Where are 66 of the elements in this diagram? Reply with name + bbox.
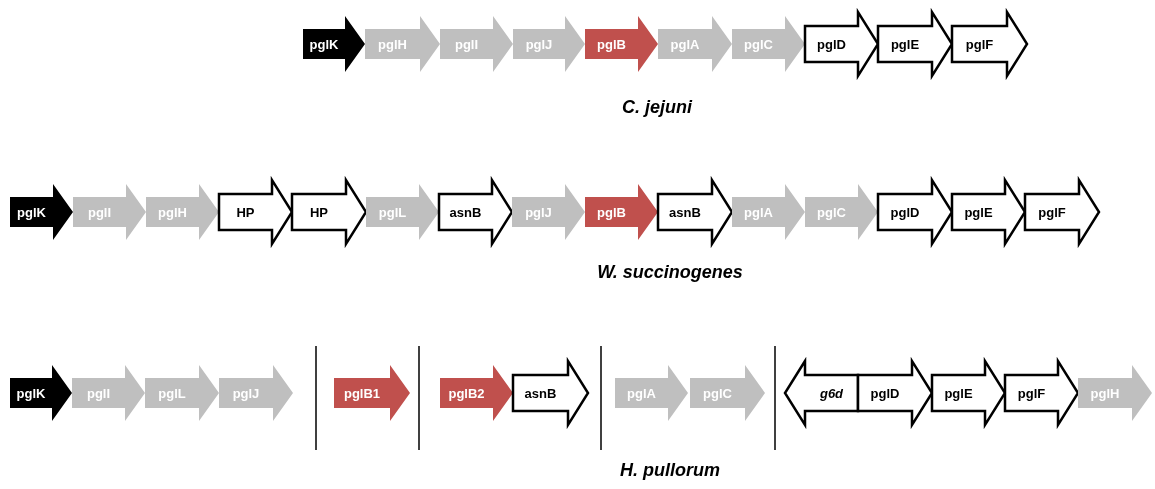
- gene-label: g6d: [818, 385, 845, 401]
- gene-label: pglH: [1089, 385, 1121, 401]
- gene-block: [365, 16, 440, 72]
- gene-label: pglK: [15, 385, 47, 401]
- gene-block: [440, 365, 513, 421]
- gene-label: pglH: [377, 36, 408, 52]
- gene-label: pglB: [596, 36, 627, 52]
- gene-label: pglL: [157, 385, 187, 401]
- gene-block: [658, 16, 732, 72]
- gene-label: pglD: [816, 36, 847, 52]
- gene-label: pglI: [453, 36, 480, 52]
- gene-label: pglA: [669, 36, 701, 52]
- gene-label: pglD: [869, 385, 901, 401]
- gene-label: pglB2: [447, 385, 486, 401]
- gene-block: [512, 184, 585, 240]
- gene-block: [615, 365, 688, 421]
- gene-label: pglJ: [524, 204, 553, 220]
- gene-label: pglC: [743, 36, 774, 52]
- gene-block: [1078, 365, 1152, 421]
- gene-label: pglI: [85, 385, 112, 401]
- gene-label: pglH: [157, 204, 188, 220]
- gene-label: HP: [235, 204, 256, 220]
- gene-label: pglF: [1016, 385, 1047, 401]
- gene-label: pglJ: [524, 36, 554, 52]
- gene-block: [10, 184, 73, 240]
- gene-block: [585, 16, 658, 72]
- gene-block: [145, 365, 219, 421]
- gene-label: asnB: [668, 204, 702, 220]
- gene-label: pglB: [596, 204, 627, 220]
- gene-block: [513, 16, 585, 72]
- gene-block: [303, 16, 365, 72]
- gene-block: [585, 184, 658, 240]
- gene-label: HP: [308, 204, 330, 220]
- gene-label: asnB: [523, 385, 558, 401]
- gene-label: pglE: [889, 36, 921, 52]
- gene-label: pglK: [308, 36, 340, 52]
- gene-block: [219, 365, 293, 421]
- gene-label: pglJ: [231, 385, 261, 401]
- species-name: H. pullorum: [620, 460, 720, 481]
- gene-label: pglF: [964, 36, 995, 52]
- species-name: W. succinogenes: [597, 262, 743, 283]
- gene-block: [146, 184, 219, 240]
- gene-label: pglA: [743, 204, 774, 220]
- gene-block: [732, 184, 805, 240]
- species-name: C. jejuni: [622, 97, 692, 118]
- gene-block: [73, 184, 146, 240]
- gene-label: pglC: [816, 204, 847, 220]
- gene-block: [10, 365, 72, 421]
- gene-block: [366, 184, 439, 240]
- gene-label: pglF: [1037, 204, 1067, 220]
- gene-label: pglE: [943, 385, 974, 401]
- gene-label: pglI: [86, 204, 113, 220]
- gene-label: pglK: [16, 204, 47, 220]
- gene-label: asnB: [448, 204, 483, 220]
- gene-block: [805, 184, 878, 240]
- gene-block: [690, 365, 765, 421]
- gene-label: pglE: [963, 204, 994, 220]
- gene-block: [72, 365, 145, 421]
- gene-block: [440, 16, 513, 72]
- gene-label: pglC: [702, 385, 733, 401]
- gene-block: [732, 16, 805, 72]
- gene-label: pglD: [889, 204, 921, 220]
- gene-label: pglL: [377, 204, 408, 220]
- gene-label: pglB1: [342, 385, 382, 401]
- gene-block: [334, 365, 410, 421]
- gene-label: pglA: [626, 385, 657, 401]
